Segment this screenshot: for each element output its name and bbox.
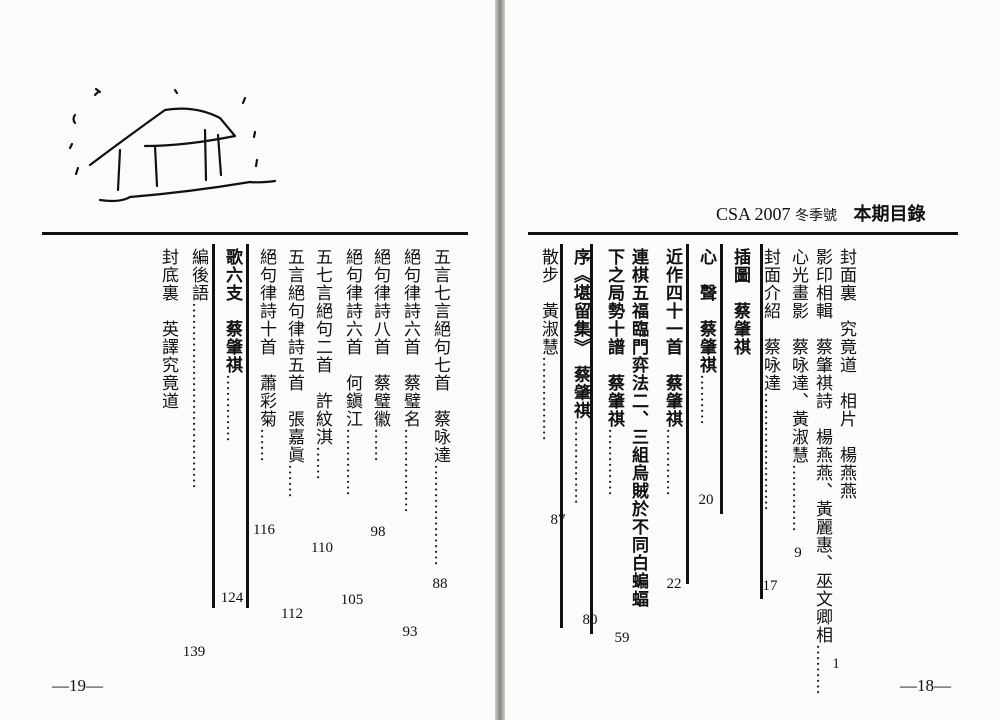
page-number: 20 [698, 492, 714, 508]
section-bar [760, 244, 763, 599]
section-bar [590, 244, 593, 634]
page-number: 87 [550, 512, 566, 528]
toc-entry[interactable]: 封面介紹 蔡咏達………………… [760, 248, 780, 511]
section-bar [720, 244, 723, 514]
toc-entry[interactable]: 序《堪留集》 蔡肇祺…………… [570, 248, 590, 505]
section-bar [246, 244, 249, 608]
toc-entry[interactable]: 散步 黃淑慧…………… [538, 248, 558, 441]
page-number: 1 [832, 656, 840, 672]
toc-entry[interactable]: 五言七言絕句七首 蔡咏達……………… [430, 248, 450, 566]
toc-entry[interactable]: 連棋五福臨門弈法二、三組烏賊於不同白蝙蝠 [628, 248, 648, 608]
house-sketch-image [68, 87, 277, 203]
page-number: 124 [220, 590, 244, 606]
toc-entry[interactable]: 近作四十一首 蔡肇祺………… [662, 248, 682, 496]
toc-entry[interactable]: 絕句律詩十首 蕭彩菊…… [256, 248, 276, 462]
page-number: 17 [762, 578, 778, 594]
left-page [0, 0, 498, 720]
toc-header: CSA 2007 冬季號 本期目錄 [716, 200, 926, 226]
page-number: 116 [253, 522, 275, 538]
toc-entry[interactable]: 封面裏 究竟道 相片 楊燕燕 [836, 248, 856, 500]
toc-entry[interactable]: 絕句律詩六首 何鎭江………… [342, 248, 362, 496]
page-folio-right: —18— [900, 676, 951, 695]
page-folio-left: —19— [52, 676, 103, 695]
book-gutter [495, 0, 505, 720]
page-number: 9 [794, 545, 802, 561]
page-number: 139 [182, 644, 206, 660]
page-number: 80 [582, 612, 598, 628]
section-bar [686, 244, 689, 584]
header-rule-left [42, 232, 468, 235]
page-number: 59 [614, 630, 630, 646]
toc-entry[interactable]: 心 聲 蔡肇祺……… [696, 248, 716, 425]
page-number: 105 [340, 592, 364, 608]
page-number: 93 [402, 624, 418, 640]
toc-entry[interactable]: 五言絕句律詩五首 張嘉眞…… [284, 248, 304, 498]
section-bar [212, 244, 215, 608]
page-number: 88 [432, 576, 448, 592]
toc-entry[interactable]: 歌六支 蔡肇祺………… [222, 248, 242, 442]
page-number: 22 [666, 576, 682, 592]
toc-entry[interactable]: 編後語…………………………… [188, 248, 208, 489]
toc-entry[interactable]: 心光畫影 蔡咏達、黃淑慧………… [788, 248, 808, 532]
toc-entry[interactable]: 插圖 蔡肇祺 [730, 248, 750, 356]
section-bar [560, 244, 563, 628]
toc-entry[interactable]: 封底裏 英譯究竟道 [158, 248, 178, 410]
page-number: 98 [370, 524, 386, 540]
right-page [502, 0, 1000, 720]
toc-entry[interactable]: 下之局勢十譜 蔡肇祺………… [604, 248, 624, 496]
journal-name: CSA 2007 [716, 204, 791, 224]
toc-entry[interactable]: 五七言絕句二首 許紋淇…… [312, 248, 332, 480]
issue-label: 冬季號 [795, 208, 838, 224]
toc-entry[interactable]: 絕句律詩六首 蔡璧名…………… [400, 248, 420, 513]
page-number: 110 [311, 540, 333, 556]
page-number: 112 [281, 606, 303, 622]
toc-entry[interactable]: 影印相輯 蔡肇祺詩 楊燕燕、黃麗惠、巫文卿相……… [812, 248, 832, 695]
toc-title: 本期目錄 [853, 204, 926, 225]
header-rule-right [528, 232, 958, 235]
toc-entry[interactable]: 絕句律詩八首 蔡璧徽…… [370, 248, 390, 462]
